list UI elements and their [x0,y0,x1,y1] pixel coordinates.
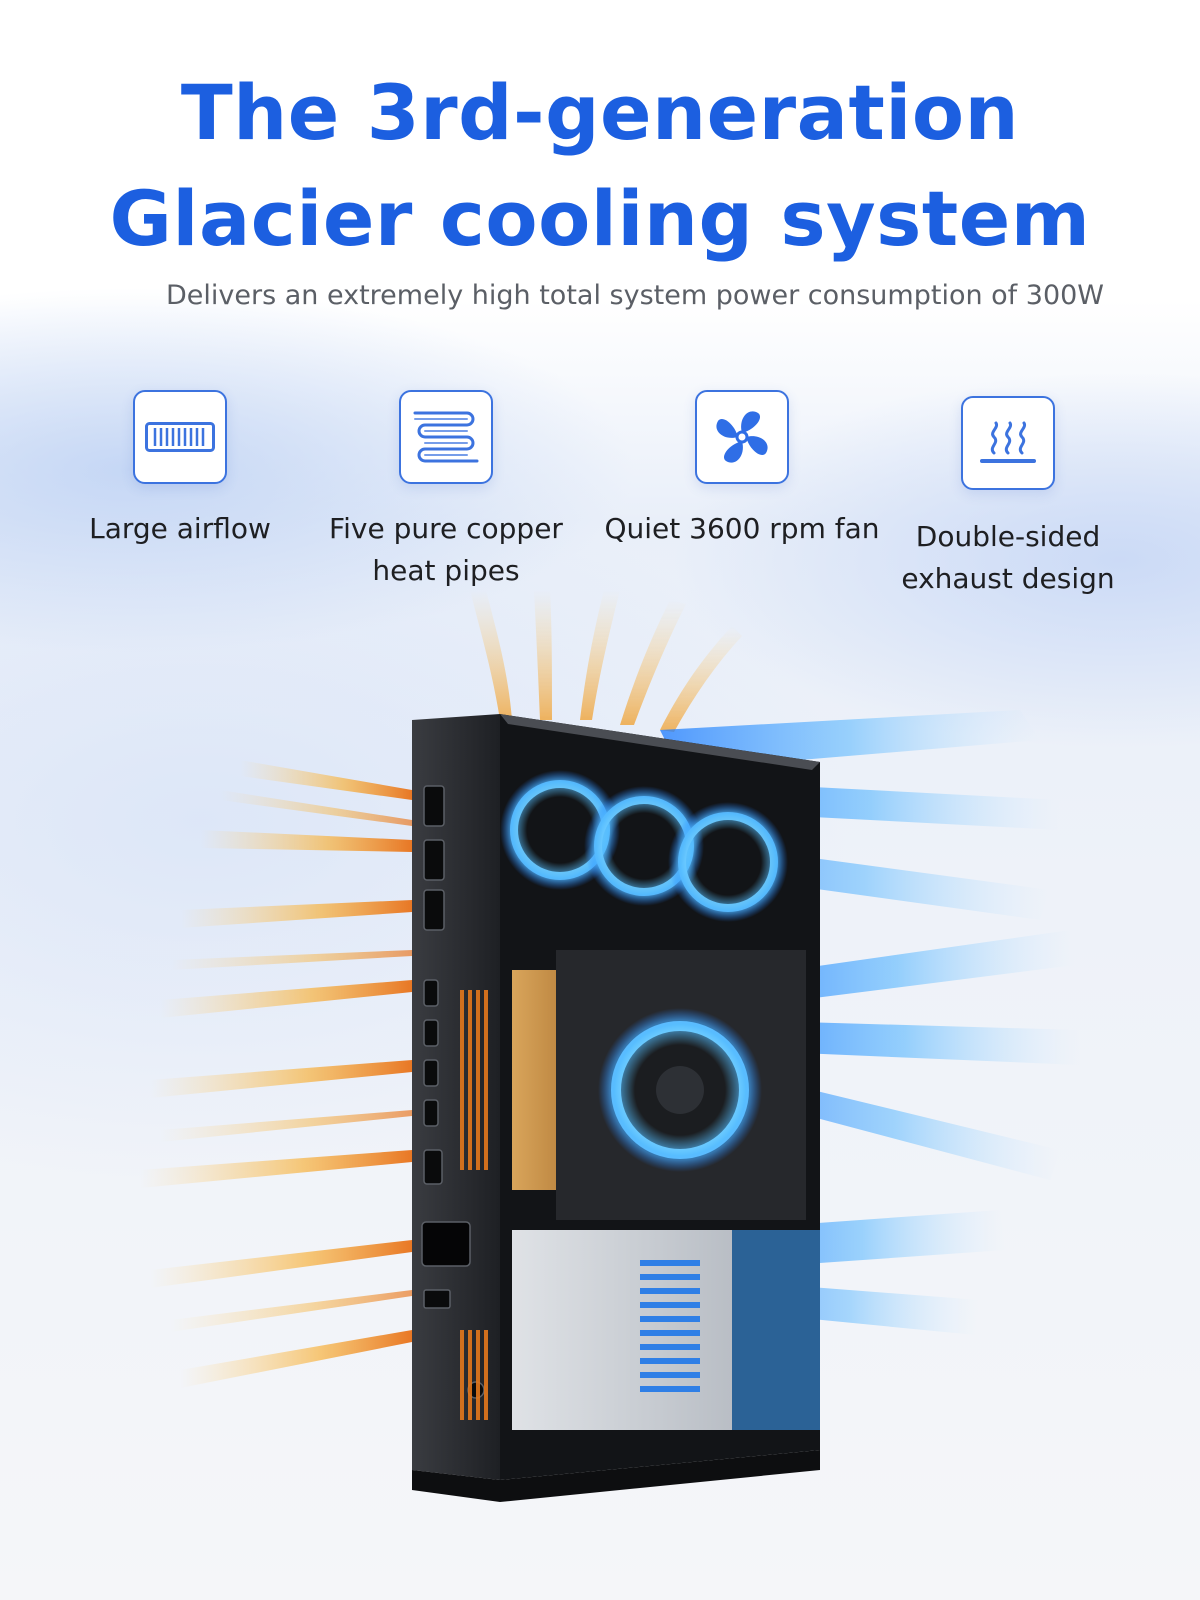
cpu-blower-fan [598,1008,762,1172]
fan-icon [716,411,768,463]
feature-icon-frame [961,396,1055,490]
feature-icon-frame [133,390,227,484]
feature-icon-frame [695,390,789,484]
feature-label: Large airflow [89,512,271,545]
psu-vent-slots [640,1260,700,1392]
gpu-fan-rings [500,770,788,922]
feature-copper-heat-pipes: Five pure copper heat pipes [306,390,586,592]
heat-pipes-icon [413,411,479,463]
top-exhaust-heat-rays [470,590,742,732]
psu-exhaust-glow [732,1230,820,1430]
page-subtitle: Delivers an extremely high total system … [165,280,1104,311]
feature-double-sided-exhaust: Double-sided exhaust design [868,396,1148,600]
feature-label: Double-sided exhaust design [901,520,1115,595]
feature-large-airflow: Large airflow [40,390,320,550]
feature-label: Five pure copper heat pipes [329,512,563,587]
feature-label: Quiet 3600 rpm fan [604,512,880,545]
feature-quiet-fan: Quiet 3600 rpm fan [602,390,882,550]
rear-vent-grid [460,990,488,1420]
side-intake-heat-rays [140,760,412,1388]
page-title: The 3rd-generation Glacier cooling syste… [109,68,1091,263]
airflow-grille-icon [145,422,215,452]
feature-icon-frame [399,390,493,484]
mini-pc-cutaway-illustration [140,590,1080,1502]
copper-heatsink [512,970,556,1190]
heat-exhaust-icon [980,421,1036,463]
